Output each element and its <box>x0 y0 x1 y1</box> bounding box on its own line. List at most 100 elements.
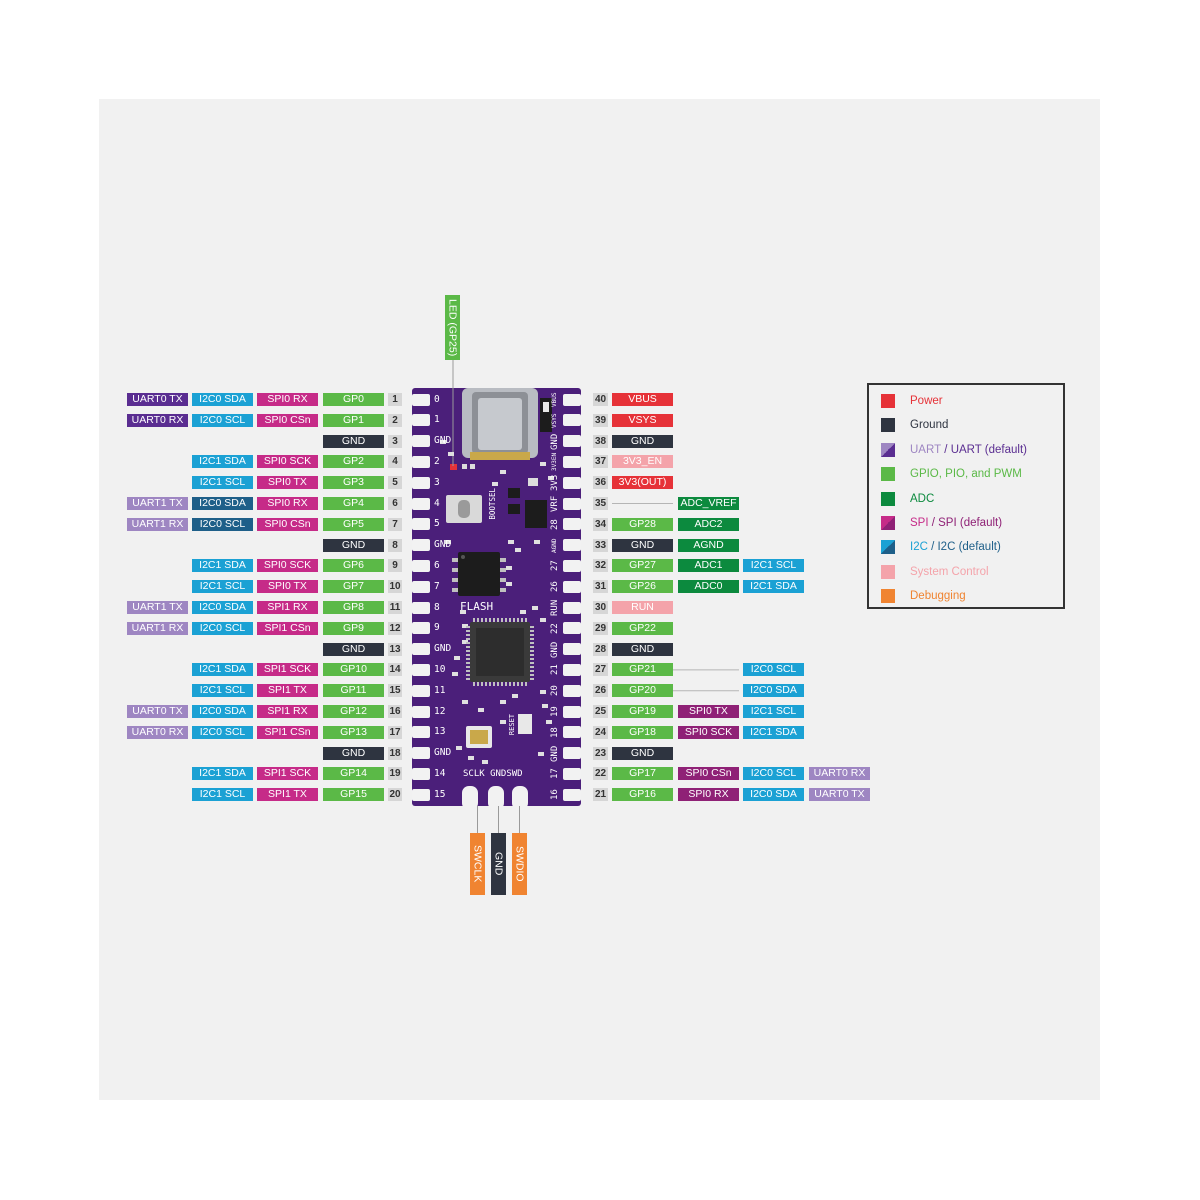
chip-pin <box>530 646 534 648</box>
legend-swatch <box>881 564 895 579</box>
pin-label: GP19 <box>612 705 673 718</box>
pin-label: UART0 TX <box>127 393 188 406</box>
right-pad <box>563 684 581 697</box>
pin-label: SPI0 RX <box>257 497 318 510</box>
crystal-pad <box>470 730 488 744</box>
left-pad <box>412 767 430 780</box>
pin-label: 3V3_EN <box>612 455 673 469</box>
chip-pin <box>452 578 458 582</box>
left-pad <box>412 539 430 552</box>
silk-left-label: GND <box>434 539 452 551</box>
debug-pin-label: GND <box>491 833 506 895</box>
pin-label: SPI1 TX <box>257 788 318 802</box>
smd-component <box>440 440 446 444</box>
pin-label: SPI0 RX <box>678 788 739 802</box>
legend-item: Debugging <box>881 588 966 604</box>
legend-label: I2C <box>910 541 928 554</box>
pin-number: 27 <box>593 663 608 677</box>
left-pad <box>412 601 430 614</box>
pin-label: I2C0 SDA <box>743 684 804 698</box>
legend-item: System Control <box>881 564 989 580</box>
pin-label: GP14 <box>323 767 384 781</box>
silk-right-label: 3V3 <box>550 475 560 492</box>
pin-label: GP10 <box>323 663 384 677</box>
silk-right-label: RUN <box>550 599 560 617</box>
chip-pin <box>530 674 534 676</box>
silk-left-label: 7 <box>434 580 440 592</box>
legend-label-default: / SPI (default) <box>928 517 1003 529</box>
pin-number: 34 <box>593 517 608 531</box>
smd-component <box>500 700 506 704</box>
silk-left-label: 5 <box>434 518 440 530</box>
left-pad <box>412 455 430 468</box>
left-pad <box>412 393 430 406</box>
pin-number: 18 <box>388 746 402 760</box>
chip-pin <box>466 662 470 664</box>
legend-item: Power <box>881 393 943 409</box>
pin-label: SPI1 RX <box>257 601 318 614</box>
pin-label: I2C1 SCL <box>743 559 804 573</box>
left-pad <box>412 580 430 593</box>
pin-label: GP18 <box>612 725 673 739</box>
pin-label: GND <box>612 642 673 656</box>
chip-pin <box>530 678 534 680</box>
silk-left-label: GND <box>434 643 452 655</box>
pin-label: SPI0 CSn <box>678 767 739 781</box>
pin-number: 17 <box>388 725 402 739</box>
chip-pin <box>530 642 534 644</box>
left-pad <box>412 414 430 427</box>
left-pad <box>412 476 430 489</box>
pin-label: I2C0 SCL <box>192 621 253 635</box>
right-pad <box>563 414 581 427</box>
silk-right-label: GND <box>550 433 560 450</box>
right-pad <box>563 705 581 718</box>
chip-pin <box>530 630 534 632</box>
smd-component <box>492 482 498 486</box>
chip-pin <box>513 618 515 622</box>
pin-label: I2C0 SCL <box>743 663 804 677</box>
left-pad <box>412 788 430 801</box>
pin-label: GND <box>323 538 384 552</box>
pin-label: GP12 <box>323 705 384 718</box>
pin-label: GP20 <box>612 684 673 698</box>
pin-label: SPI0 SCK <box>678 725 739 739</box>
silk-flash: FLASH <box>460 600 494 613</box>
pin-label: SPI0 SCK <box>257 559 318 573</box>
smd-component <box>515 548 521 552</box>
pin-number: 37 <box>593 455 608 469</box>
chip-pin <box>500 568 506 572</box>
pin-label: ADC2 <box>678 517 739 531</box>
chip-pin <box>500 578 506 582</box>
pin-label: SPI0 TX <box>678 705 739 718</box>
chip-pin <box>466 670 470 672</box>
smd-component <box>456 746 462 750</box>
chip-pin <box>517 682 519 686</box>
silk-left-label: 13 <box>434 726 446 738</box>
pin-label: SPI0 TX <box>257 476 318 490</box>
smd-chip <box>508 504 520 514</box>
chip-pin <box>525 618 527 622</box>
smd-component <box>462 640 468 644</box>
left-pad <box>412 663 430 676</box>
right-pad <box>563 622 581 635</box>
silk-left-label: 4 <box>434 497 440 509</box>
left-pad <box>412 622 430 635</box>
pin-label: GND <box>323 746 384 760</box>
chip-pin <box>466 654 470 656</box>
pin-label: GP16 <box>612 788 673 802</box>
pin-label: GND <box>323 642 384 656</box>
chip-pin <box>452 568 458 572</box>
left-pad <box>412 684 430 697</box>
right-pad <box>563 726 581 739</box>
pin-label: GP2 <box>323 455 384 469</box>
smd-component <box>478 708 484 712</box>
flash-chip <box>458 552 500 596</box>
pin-label: I2C0 SCL <box>192 413 253 427</box>
legend-label: SPI <box>910 517 929 529</box>
legend-swatch <box>881 467 895 482</box>
usb-pads <box>470 452 530 460</box>
silk-right-label: 22 <box>550 623 560 635</box>
smd-component <box>454 656 460 660</box>
smd-component <box>512 694 518 698</box>
right-pad <box>563 747 581 760</box>
